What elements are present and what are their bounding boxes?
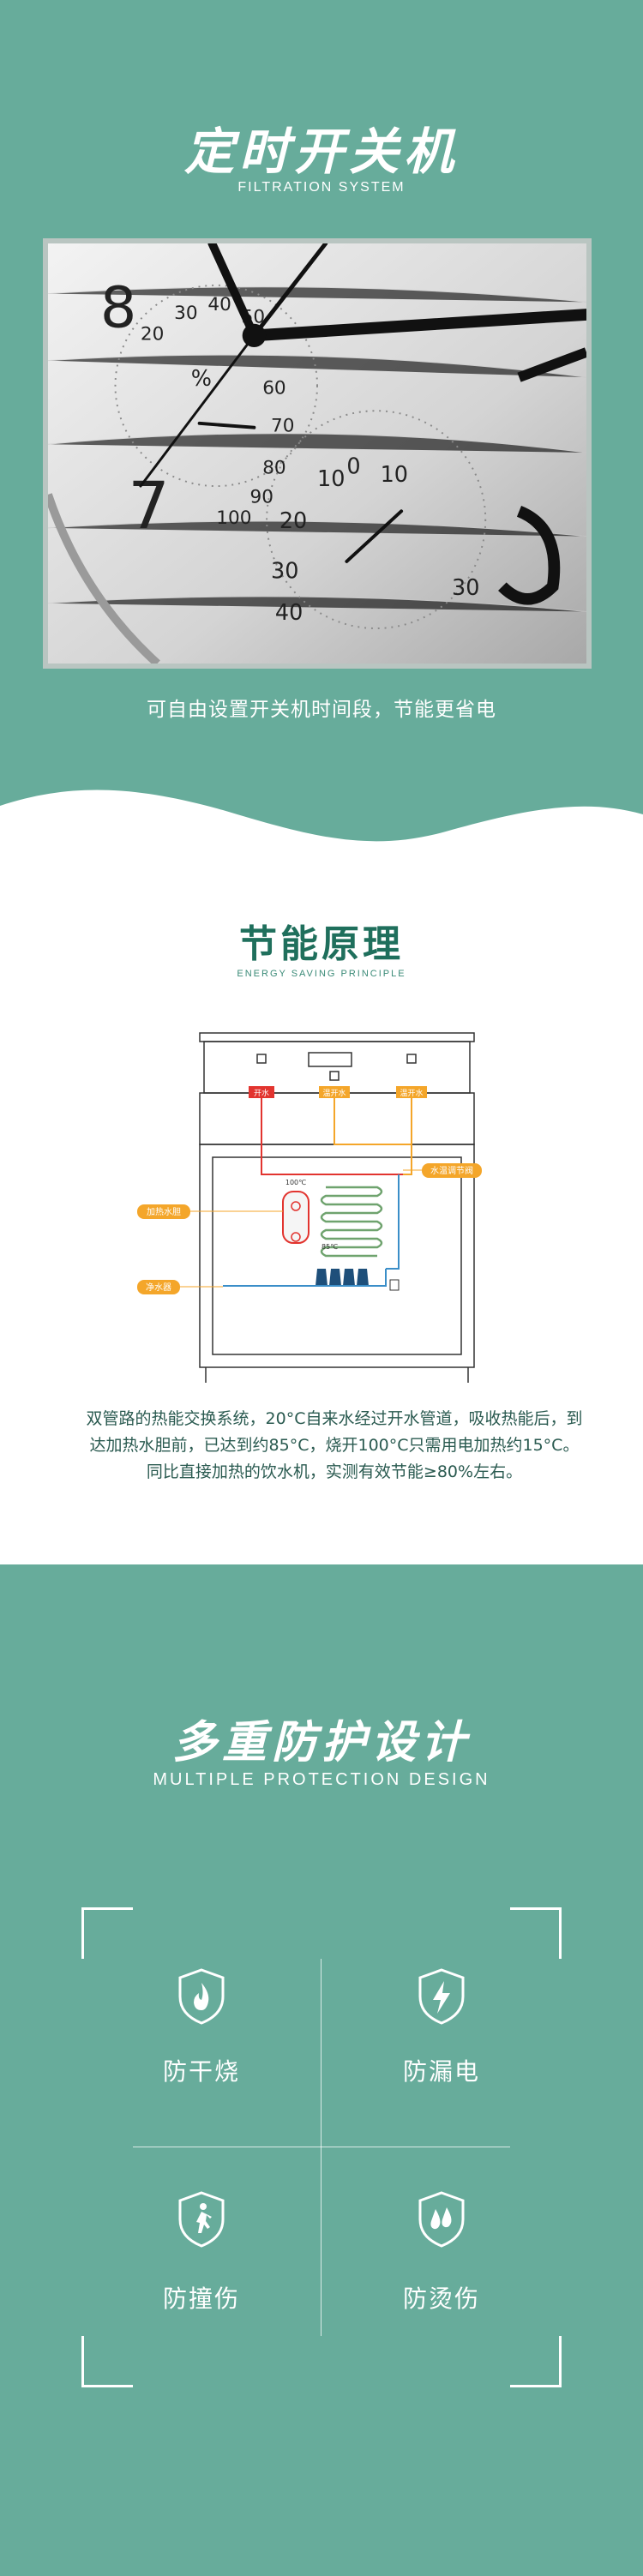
clock-num-100: 100 — [216, 507, 251, 529]
tap-label-2: 温开水 — [322, 1088, 346, 1098]
protection-grid: 防干烧 防漏电 防撞伤 防烫伤 — [81, 1907, 562, 2387]
frame-corner — [510, 2336, 562, 2387]
callout-filter-box — [137, 1280, 180, 1294]
clock-num-7: 7 — [128, 468, 170, 544]
person-shield-icon — [178, 2191, 225, 2248]
clock-illustration: 8 7 20 30 40 50 60 70 80 90 100 % 10 0 1… — [48, 243, 586, 664]
frame-corner — [510, 1907, 562, 1959]
protection-label-collision: 防撞伤 — [162, 2285, 240, 2313]
clock-num-20b: 20 — [279, 507, 307, 533]
protection-label-scald: 防烫伤 — [402, 2285, 480, 2313]
lightning-shield-icon — [418, 1968, 465, 2025]
timer-section: 定时开关机 FILTRATION SYSTEM 8 7 — [0, 0, 643, 857]
clock-percent: % — [191, 365, 212, 391]
tap-label-box-1 — [249, 1086, 274, 1098]
timer-subtitle: FILTRATION SYSTEM — [237, 180, 406, 195]
filter-cartridges — [315, 1269, 369, 1286]
tap-label-box-2 — [319, 1086, 350, 1098]
callout-tank-box — [137, 1204, 190, 1219]
clock-num-40: 40 — [207, 294, 231, 315]
callout-valve-box — [422, 1163, 482, 1178]
clock-num-60: 60 — [262, 378, 285, 399]
wave-divider — [0, 790, 643, 857]
grid-divider — [321, 1959, 322, 2336]
clock-photo: 8 7 20 30 40 50 60 70 80 90 100 % 10 0 1… — [43, 238, 592, 669]
callout-valve: 水温调节阀 — [430, 1165, 473, 1176]
flame-shield-icon — [178, 1968, 225, 2025]
protection-subtitle: MULTIPLE PROTECTION DESIGN — [153, 1770, 490, 1789]
protection-section: 多重防护设计 MULTIPLE PROTECTION DESIGN 防干烧 防漏… — [0, 1564, 643, 2576]
frame-corner — [81, 1907, 133, 1959]
callout-tank: 加热水胆 — [147, 1206, 181, 1217]
tap-label-3: 温开水 — [400, 1088, 423, 1098]
tap-label-1: 开水 — [254, 1088, 269, 1098]
timer-caption: 可自由设置开关机时间段，节能更省电 — [147, 699, 496, 721]
temp-100: 100℃ — [285, 1179, 306, 1186]
protection-label-leakage: 防漏电 — [402, 2057, 480, 2086]
frame-corner — [81, 2336, 133, 2387]
clock-num-40b: 40 — [275, 599, 303, 625]
clock-num-80: 80 — [262, 457, 285, 478]
protection-item: 防烫伤 — [322, 2147, 562, 2387]
clock-num-30: 30 — [174, 303, 197, 324]
heat-exchange-coil — [320, 1186, 383, 1258]
energy-title: 节能原理 — [239, 922, 404, 966]
clock-num-30b: 30 — [271, 558, 298, 584]
protection-item: 防干烧 — [81, 1907, 322, 2147]
callout-filter: 净水器 — [146, 1282, 171, 1293]
protection-item: 防撞伤 — [81, 2147, 322, 2387]
drops-shield-icon — [418, 2191, 465, 2248]
temp-85: 85℃ — [322, 1243, 338, 1251]
energy-subtitle: ENERGY SAVING PRINCIPLE — [237, 969, 406, 979]
energy-description: 双管路的热能交换系统，20°C自来水经过开水管道，吸收热能后，到达加热水胆前，已… — [86, 1409, 583, 1481]
energy-diagram: 开水 温开水 温开水 100℃ 85℃ 水温调节阀 加热水胆 — [137, 1032, 482, 1383]
protection-item: 防漏电 — [322, 1907, 562, 2147]
protection-title: 多重防护设计 — [171, 1717, 471, 1768]
clock-num-90: 90 — [250, 487, 273, 508]
clock-num-0: 0 — [346, 453, 360, 478]
tap-label-box-3 — [396, 1086, 427, 1098]
clock-num-10a: 10 — [317, 465, 345, 491]
timer-title: 定时开关机 — [183, 123, 459, 181]
clock-num-70: 70 — [271, 416, 294, 437]
clock-num-8: 8 — [100, 274, 136, 341]
protection-label-dry-burn: 防干烧 — [162, 2057, 240, 2086]
clock-num-20: 20 — [141, 323, 164, 345]
heating-tank — [282, 1191, 309, 1244]
clock-num-10b: 10 — [381, 461, 408, 487]
clock-num-30c: 30 — [452, 574, 479, 600]
energy-section: 节能原理 ENERGY SAVING PRINCIPLE 开水 温开水 温开水 — [0, 857, 643, 1564]
